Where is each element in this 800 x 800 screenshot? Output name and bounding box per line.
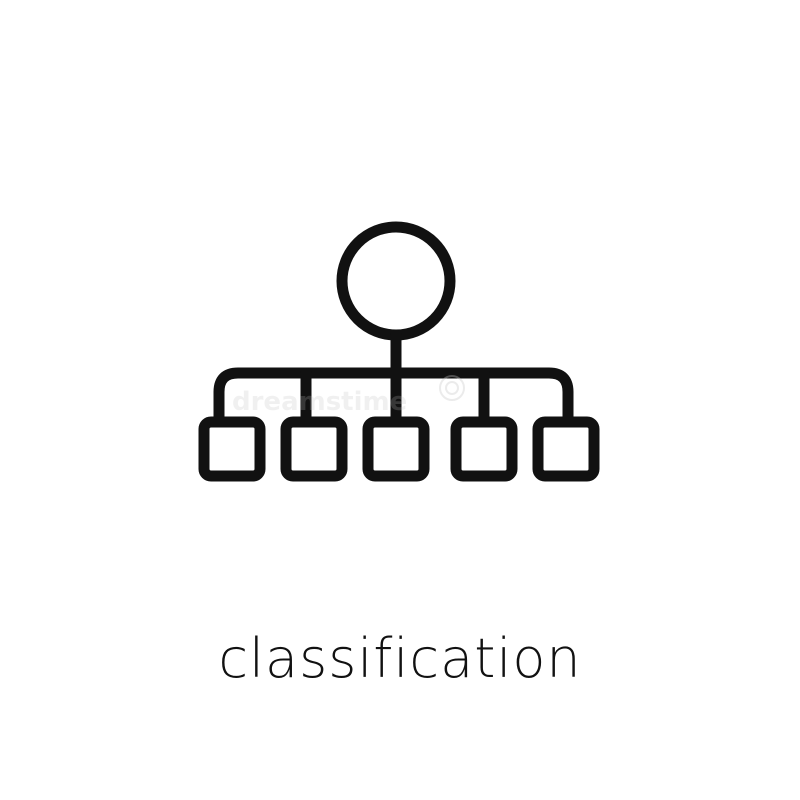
child-node-square xyxy=(198,416,266,482)
branch-bus-line xyxy=(213,367,574,426)
child-node-square xyxy=(362,416,430,482)
child-node-square xyxy=(532,416,600,482)
parent-node-circle xyxy=(336,221,456,341)
child-node-square xyxy=(450,416,518,482)
child-node-square xyxy=(280,416,348,482)
icon-caption: classification xyxy=(218,627,582,690)
